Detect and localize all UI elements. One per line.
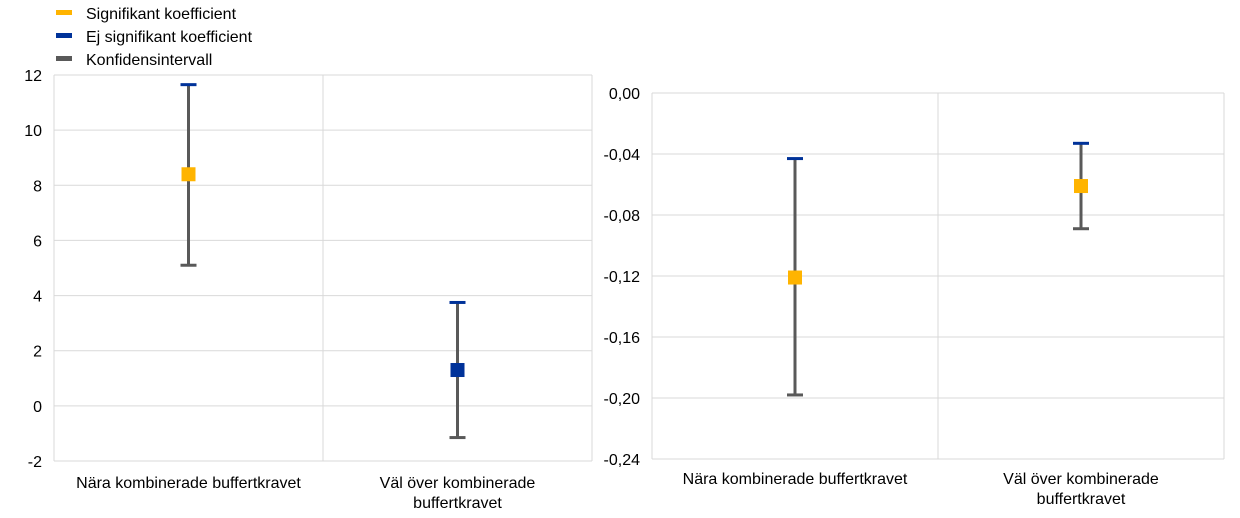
y-tick-label: -0,24 [604, 452, 641, 469]
y-tick-label: 10 [24, 123, 42, 140]
point-significant [181, 167, 196, 182]
y-tick-label: -0,12 [604, 269, 641, 286]
point-not-significant [450, 363, 465, 378]
y-tick-label: 4 [33, 289, 42, 306]
legend-item-significant: Signifikant koefficient [56, 6, 237, 23]
y-tick-label: 2 [33, 344, 42, 361]
x-tick-label: Väl över kombinerade [1003, 471, 1159, 488]
point-significant [1074, 179, 1088, 194]
y-tick-label: -0,08 [604, 208, 641, 225]
y-tick-label: 0 [33, 399, 42, 416]
y-tick-label: 6 [33, 233, 42, 250]
y-tick-label: 8 [33, 178, 42, 195]
point-significant [788, 270, 802, 285]
legend-swatch-confidence-interval [56, 56, 72, 61]
y-tick-label: -0,16 [604, 330, 641, 347]
y-tick-label: -2 [28, 454, 42, 471]
legend-item-not-significant: Ej signifikant koefficient [56, 29, 253, 46]
legend-label-significant: Signifikant koefficient [86, 6, 237, 23]
legend: Signifikant koefficient Ej signifikant k… [56, 6, 253, 69]
x-tick-label: buffertkravet [413, 495, 502, 512]
legend-label-not-significant: Ej signifikant koefficient [86, 29, 253, 46]
legend-swatch-not-significant [56, 33, 72, 38]
x-tick-label: Nära kombinerade buffertkravet [683, 471, 908, 488]
x-tick-label: Nära kombinerade buffertkravet [76, 475, 301, 492]
y-tick-label: 12 [24, 68, 42, 85]
legend-label-confidence-interval: Konfidensintervall [86, 52, 212, 69]
y-tick-label: 0,00 [609, 86, 640, 103]
x-tick-label: Väl över kombinerade [380, 475, 536, 492]
y-tick-label: -0,04 [604, 147, 641, 164]
legend-swatch-significant [56, 10, 72, 15]
legend-item-confidence-interval: Konfidensintervall [56, 52, 212, 69]
x-tick-label: buffertkravet [1037, 491, 1126, 508]
y-tick-label: -0,20 [604, 391, 641, 408]
